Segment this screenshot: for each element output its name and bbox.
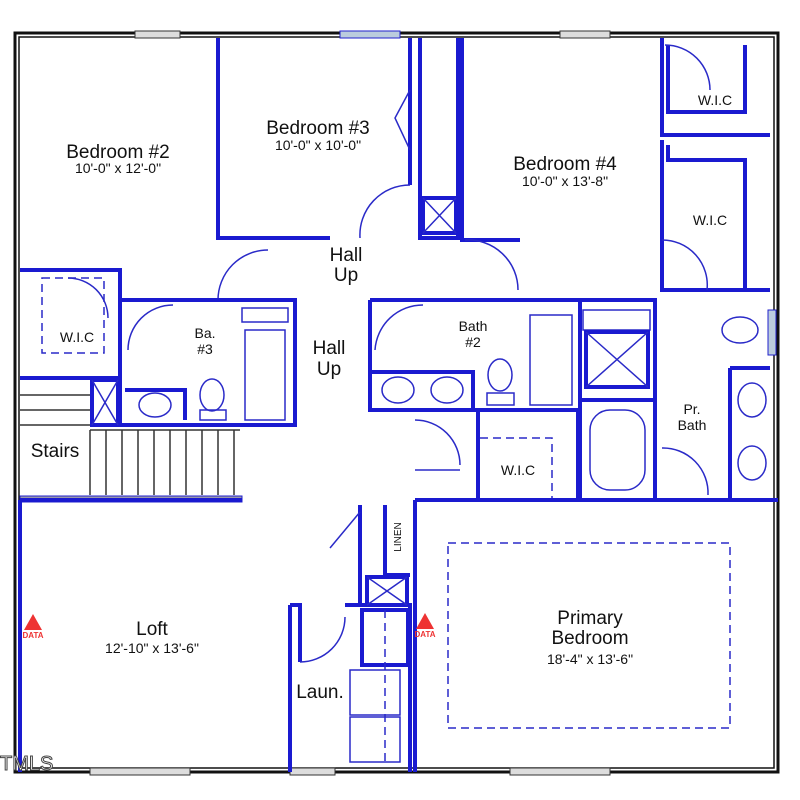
- wic-left-label: W.I.C: [60, 329, 94, 345]
- svg-text:DATA: DATA: [414, 630, 435, 639]
- wic-top-right-label: W.I.C: [698, 92, 732, 108]
- hall-up-label-1: Up: [334, 265, 358, 286]
- svg-text:DATA: DATA: [22, 631, 43, 640]
- bath3-label: Ba.: [194, 325, 215, 341]
- room-name-primary-bedroom-2: Bedroom: [551, 628, 628, 649]
- data-marker-left: DATA: [22, 614, 44, 640]
- room-name-loft: Loft: [136, 619, 168, 640]
- bath3-number: #3: [197, 341, 213, 357]
- watermark: TMLS: [0, 753, 53, 775]
- exterior-walls: [13, 30, 780, 776]
- room-name-bedroom2: Bedroom #2: [66, 142, 170, 163]
- room-size-bedroom4: 10'-0" x 13'-8": [522, 173, 608, 189]
- bath2-number: #2: [465, 334, 481, 350]
- room-name-bedroom3: Bedroom #3: [266, 118, 370, 139]
- data-marker-right: DATA: [414, 613, 436, 639]
- room-size-bedroom3: 10'-0" x 10'-0": [275, 137, 361, 153]
- room-size-loft: 12'-10" x 13'-6": [105, 640, 199, 656]
- hall-up-label-2: Up: [317, 359, 341, 380]
- bath2-label: Bath: [459, 318, 488, 334]
- stairs-label: Stairs: [31, 441, 80, 462]
- hall-label-1: Hall: [330, 245, 363, 266]
- interior-walls: [18, 38, 778, 772]
- primary-bath-label-2: Bath: [678, 417, 707, 433]
- room-size-primary-bedroom: 18'-4" x 13'-6": [547, 651, 633, 667]
- room-size-bedroom2: 10'-0" x 12'-0": [75, 160, 161, 176]
- wic-right-label: W.I.C: [693, 212, 727, 228]
- laundry-label: Laun.: [296, 682, 344, 703]
- room-name-primary-bedroom: Primary: [557, 608, 623, 629]
- wic-primary-label: W.I.C: [501, 462, 535, 478]
- hall-label-2: Hall: [313, 338, 346, 359]
- linen-label: LINEN: [393, 522, 404, 551]
- room-name-bedroom4: Bedroom #4: [513, 154, 617, 175]
- primary-bath-label: Pr.: [683, 401, 700, 417]
